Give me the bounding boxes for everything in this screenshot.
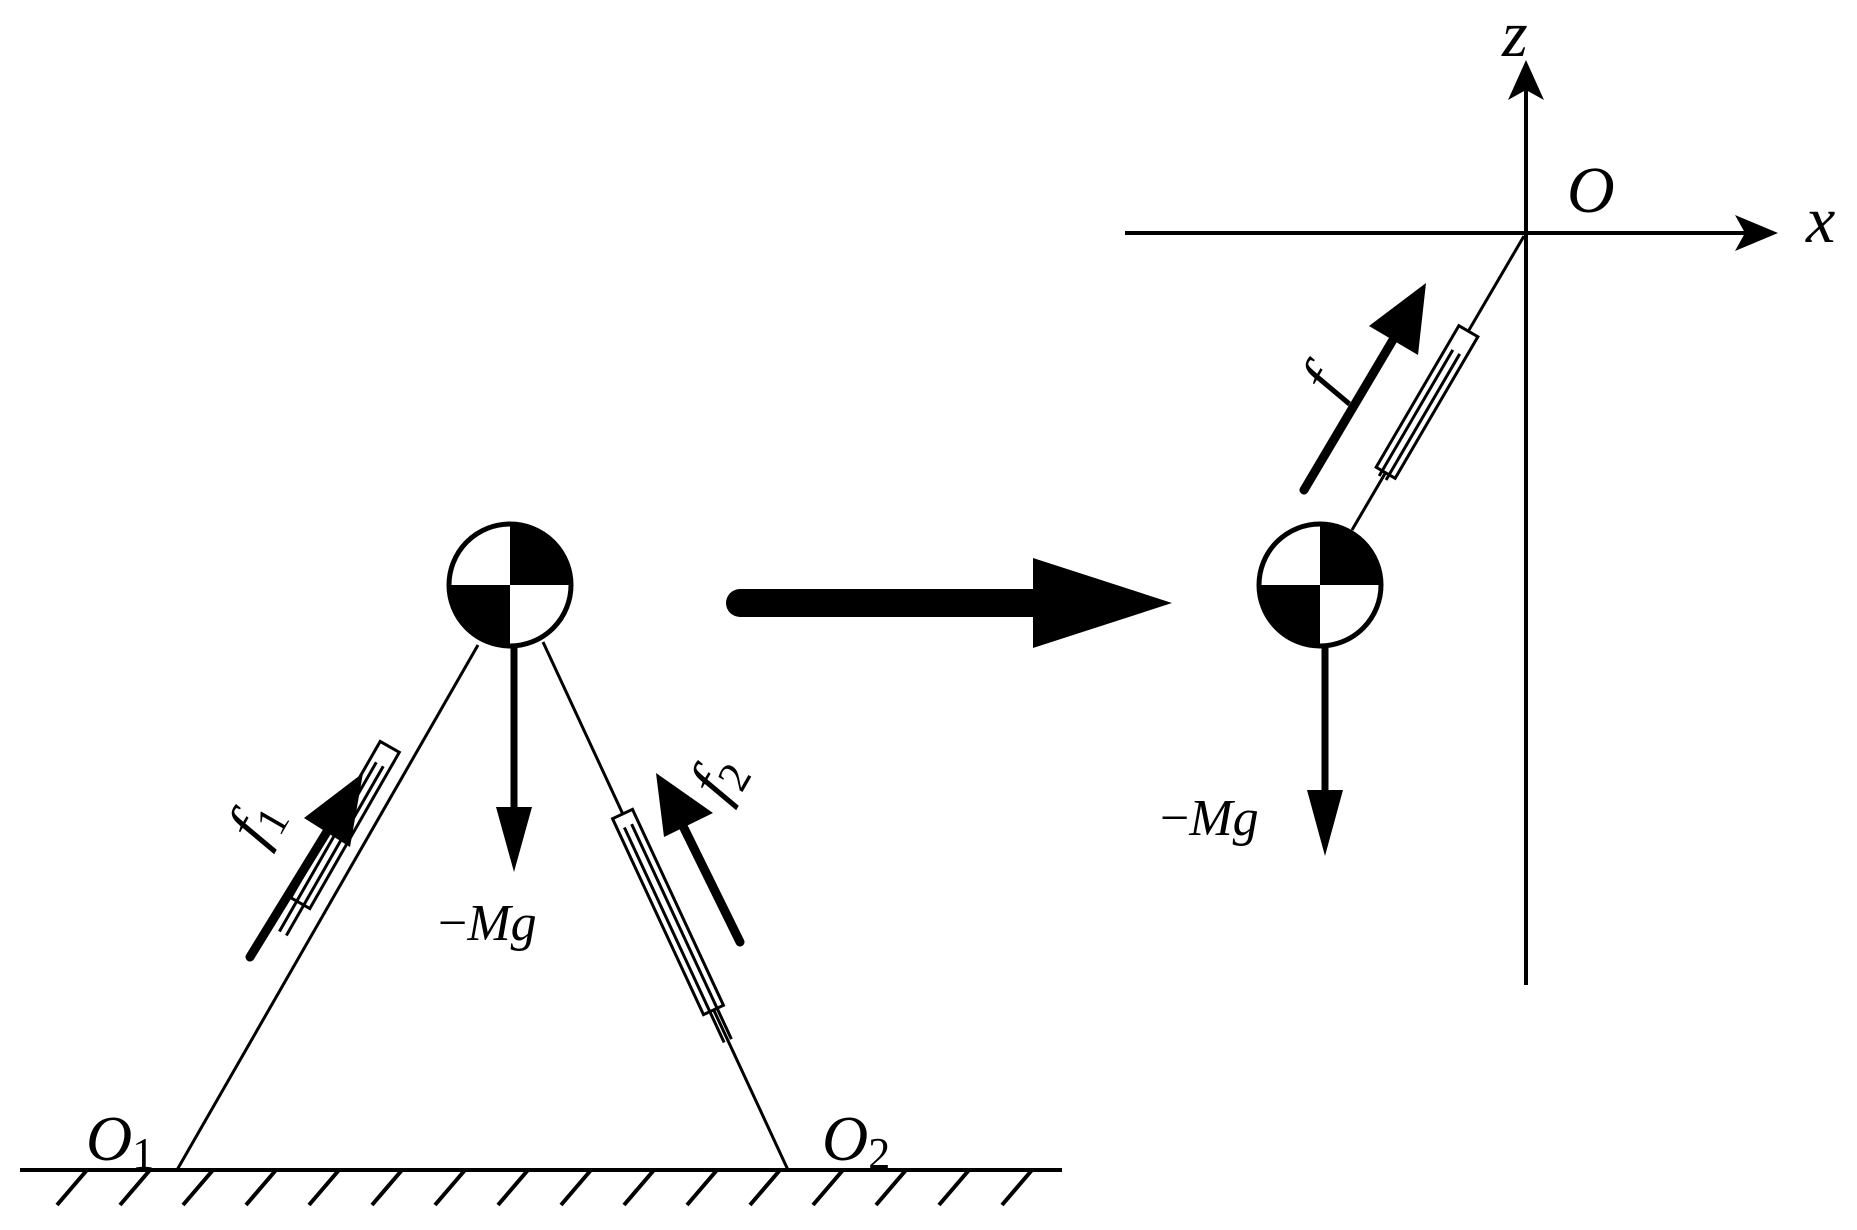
gravity-arrow-right [1307, 645, 1343, 856]
actuator-leg-1 [175, 644, 480, 1171]
transform-arrow [726, 558, 1172, 648]
label-mg-left: −Mg [438, 895, 537, 952]
ground-hatching [55, 1168, 1034, 1207]
label-origin: O [1567, 154, 1615, 227]
label-x-axis: x [1805, 184, 1835, 257]
svg-text:f1: f1 [213, 785, 300, 858]
force-arrow-f1 [245, 773, 363, 962]
actuator-leg [1350, 235, 1526, 531]
bipod-system: O1 O2 f1 f2 −Mg [20, 521, 1062, 1207]
ground [20, 1168, 1062, 1207]
svg-text:f: f [1287, 349, 1361, 407]
label-z-axis: z [1501, 0, 1528, 71]
label-f1: f1 [213, 785, 300, 858]
label-o1: O1 [86, 1103, 154, 1178]
x-axis-arrowhead [1735, 215, 1778, 251]
label-f: f [1287, 349, 1361, 407]
coordinate-axes [1125, 60, 1778, 985]
label-o2: O2 [822, 1103, 890, 1178]
label-mg-right: −Mg [1160, 790, 1259, 847]
equivalent-system: f −Mg O x z [1125, 0, 1835, 985]
z-axis-arrowhead [1508, 60, 1544, 100]
force-arrow-f2 [656, 773, 745, 947]
gravity-arrow-left [496, 645, 532, 872]
force-arrow-f [1299, 283, 1426, 495]
center-of-mass-right [1256, 521, 1384, 649]
center-of-mass-left [446, 521, 574, 649]
actuator-leg-2 [541, 641, 790, 1171]
